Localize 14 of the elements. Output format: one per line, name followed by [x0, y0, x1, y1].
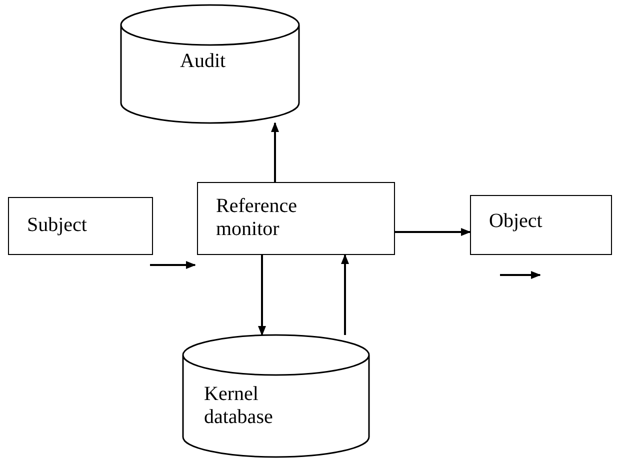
- process-box: [470, 195, 612, 255]
- arrow: [271, 122, 279, 182]
- node-label: Object: [489, 210, 544, 233]
- process-box: [8, 197, 153, 255]
- node-label: Reference monitor: [216, 195, 298, 241]
- database-cylinder: [120, 5, 300, 123]
- arrow: [258, 255, 266, 336]
- node-label: Subject: [27, 214, 88, 237]
- node-label: Kernel database: [204, 383, 274, 429]
- arrow: [341, 254, 349, 335]
- process-box: [197, 182, 395, 255]
- arrow: [395, 228, 471, 236]
- node-label: Audit: [180, 50, 227, 73]
- database-cylinder: [182, 335, 370, 457]
